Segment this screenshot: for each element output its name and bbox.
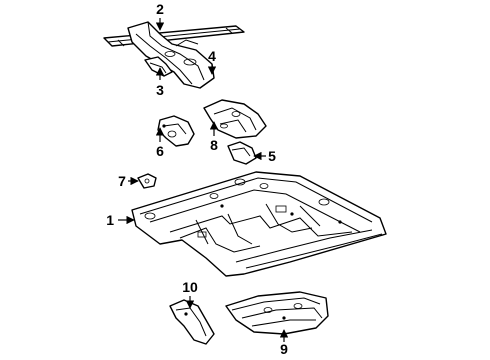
callout-5: 5	[268, 148, 276, 164]
part-10-bracket	[169, 299, 215, 345]
callout-2: 2	[156, 1, 164, 17]
callout-9: 9	[280, 341, 288, 357]
part-8-bracket	[203, 99, 267, 139]
part-1-floor-pan	[131, 171, 387, 277]
part-3-bracket	[144, 56, 173, 77]
callout-6: 6	[156, 143, 164, 159]
callout-10: 10	[182, 279, 198, 295]
callout-7: 7	[118, 173, 126, 189]
callout-1: 1	[106, 212, 114, 228]
callout-labels: 1 2 3 4 5 6 7 8 9 10	[106, 1, 288, 357]
callout-8: 8	[210, 137, 218, 153]
part-5-reinforcement	[227, 141, 257, 165]
part-7-clip	[137, 173, 157, 189]
part-6-mount-bracket	[157, 115, 195, 147]
part-9-rear-floor-pan	[225, 291, 329, 335]
part-2-rail	[103, 25, 245, 47]
callout-4: 4	[208, 48, 216, 64]
part-4-tunnel-brace	[127, 21, 215, 89]
callout-3: 3	[156, 82, 164, 98]
leader-lines	[118, 18, 289, 342]
